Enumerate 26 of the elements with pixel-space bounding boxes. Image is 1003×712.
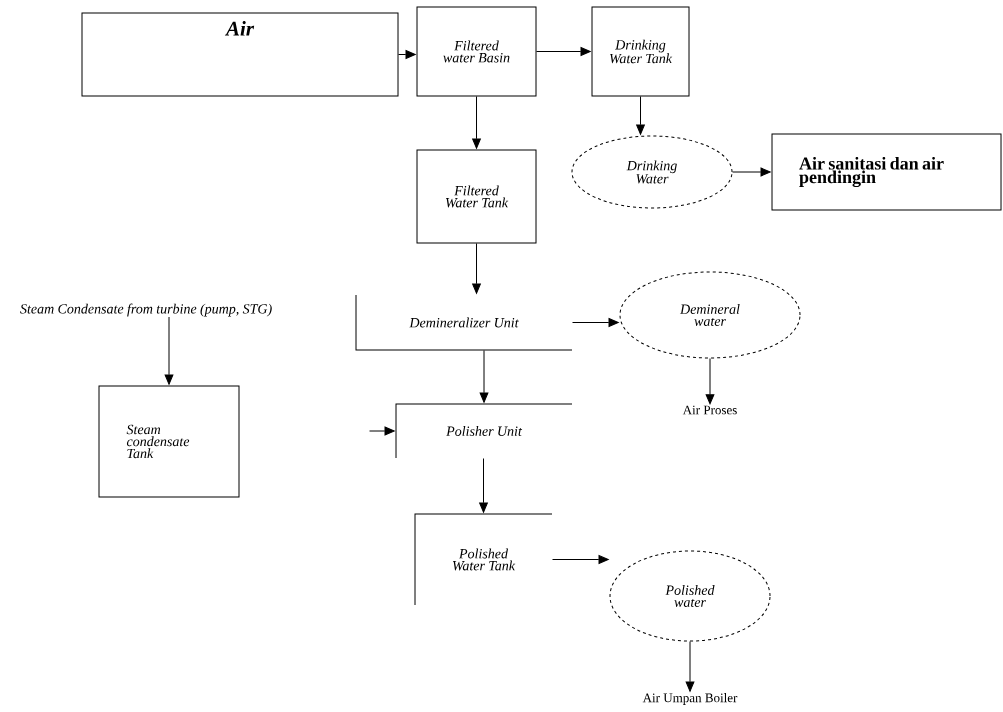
unit-box: Polisher Unit <box>395 403 573 459</box>
tank-box: Steam condensate Tank <box>98 385 240 498</box>
arrow <box>479 458 488 513</box>
tank-box: Polished Water Tank <box>414 513 553 606</box>
arrow <box>732 167 771 177</box>
arrow <box>685 641 695 692</box>
source-box: Air <box>81 12 399 97</box>
tank-box: Filtered Water Tank <box>416 149 537 244</box>
arrow <box>164 316 174 385</box>
tank-box: Drinking Water Tank <box>591 6 690 97</box>
arrow <box>572 318 619 327</box>
arrow <box>636 96 645 135</box>
arrow <box>398 50 416 59</box>
arrow <box>705 358 715 405</box>
output-label: Air Umpan Boiler <box>642 693 738 705</box>
source-label: Steam Condensate from turbine (pump, STG) <box>20 303 272 317</box>
unit-box: Demineralizer Unit <box>355 294 573 351</box>
arrow <box>472 243 481 294</box>
arrow <box>552 555 609 564</box>
tank-box: Filtered water Basin <box>416 6 537 97</box>
output-box: Air sanitasi dan air pendingin <box>771 133 1002 211</box>
arrow <box>479 350 489 403</box>
arrow <box>536 47 591 56</box>
arrow <box>472 96 481 149</box>
arrow <box>369 426 395 436</box>
output-label: Air Proses <box>682 405 737 415</box>
